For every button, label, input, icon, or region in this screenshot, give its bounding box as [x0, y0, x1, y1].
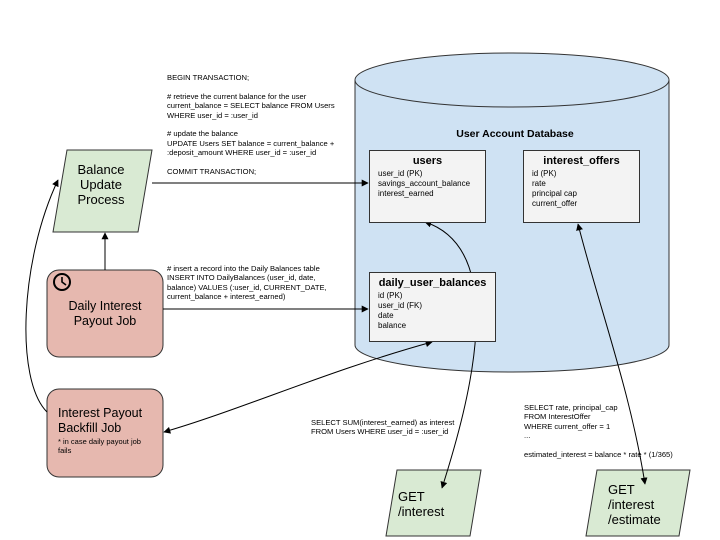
estimate-query-annotation: SELECT rate, principal_cap FROM Interest…: [524, 403, 673, 460]
table-interest-offers-field: rate: [532, 179, 546, 188]
daily-interest-job-label: Daily Interest Payout Job: [68, 299, 142, 328]
clock-icon: [53, 273, 71, 291]
get-estimate-shape: [585, 469, 691, 537]
balance-update-process-shape: [52, 149, 153, 233]
get-interest-shape: [385, 469, 482, 537]
insert-annotation: # insert a record into the Daily Balance…: [167, 264, 327, 302]
backfill-job-shape: [46, 388, 164, 478]
transaction-annotation: BEGIN TRANSACTION; # retrieve the curren…: [167, 73, 335, 177]
table-users-field: savings_account_balance: [378, 179, 471, 188]
table-interest-offers-title: interest_offers: [543, 155, 620, 167]
balance-update-process-label: Balance Update Process: [77, 162, 125, 207]
table-daily-user-balances-field: date: [378, 311, 394, 320]
table-interest-offers-field: current_offer: [532, 199, 578, 208]
sum-query-annotation: SELECT SUM(interest_earned) as interest …: [311, 418, 455, 437]
arrow-backfill-to-balance: [25, 179, 59, 413]
database-title: User Account Database: [456, 128, 574, 140]
table-users-field: user_id (PK): [378, 169, 423, 178]
table-users[interactable]: users user_id (PK) savings_account_balan…: [369, 150, 486, 223]
table-daily-user-balances-title: daily_user_balances: [378, 277, 487, 289]
table-interest-offers[interactable]: interest_offers id (PK) rate principal c…: [523, 150, 640, 223]
arrow-getestimate-offers: [576, 223, 648, 485]
backfill-job-label: Interest Payout Backfill Job: [58, 406, 143, 435]
table-daily-user-balances-field: user_id (FK): [378, 301, 423, 310]
table-interest-offers-field: id (PK): [532, 169, 557, 178]
table-daily-user-balances-field: balance: [378, 321, 407, 330]
table-users-field: interest_earned: [378, 189, 434, 198]
backfill-job-note: * in case daily payout job fails: [58, 437, 141, 455]
get-interest-label: GET /interest: [398, 489, 445, 519]
table-interest-offers-field: principal cap: [532, 189, 577, 198]
table-daily-user-balances-field: id (PK): [378, 291, 403, 300]
arrow-dailybalances-backfill: [163, 340, 433, 434]
table-daily-user-balances[interactable]: daily_user_balances id (PK) user_id (FK)…: [369, 272, 496, 342]
table-users-title: users: [412, 155, 443, 167]
get-estimate-label: GET /interest /estimate: [608, 482, 661, 527]
